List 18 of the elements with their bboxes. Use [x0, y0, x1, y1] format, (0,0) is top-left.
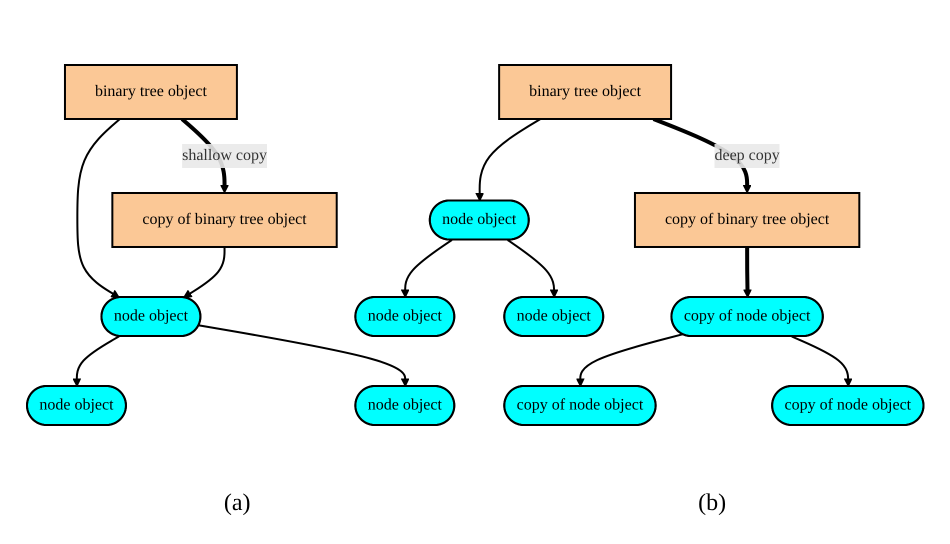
panel-label: (a) [224, 490, 250, 517]
arrow [182, 247, 226, 298]
arrow [76, 118, 120, 298]
node-box: copy of binary tree object [111, 192, 338, 248]
arrow [198, 324, 410, 387]
node-box: binary tree object [64, 64, 238, 120]
edge-label: shallow copy [182, 146, 267, 164]
edge-label: deep copy [714, 146, 780, 164]
arrow [576, 333, 683, 387]
arrow [742, 247, 752, 298]
arrow [475, 118, 541, 202]
arrow [72, 335, 120, 387]
panel-label: (b) [698, 490, 726, 517]
arrow [791, 336, 852, 387]
arrow [506, 239, 558, 298]
node-box: binary tree object [498, 64, 672, 120]
arrow [400, 239, 452, 298]
node-box: copy of binary tree object [634, 192, 860, 248]
